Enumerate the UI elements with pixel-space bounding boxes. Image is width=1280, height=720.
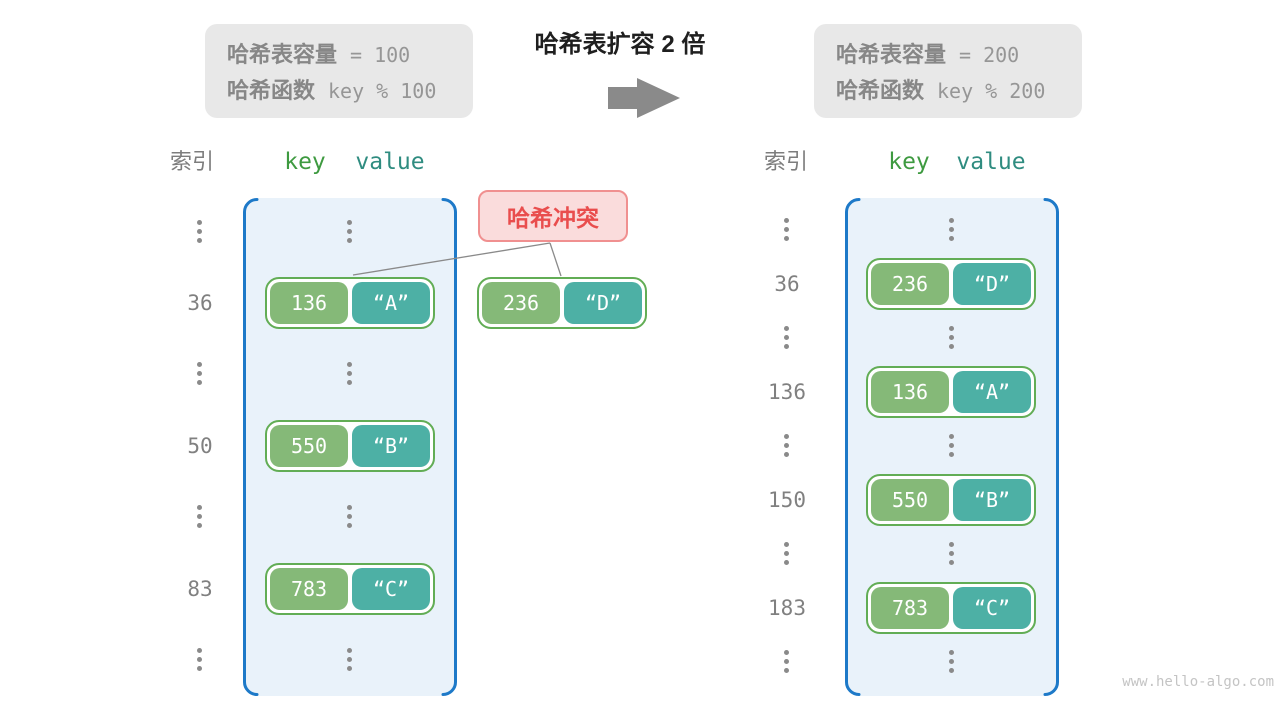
ellipsis-dots-icon	[784, 650, 789, 655]
hash-function-label: 哈希函数	[836, 78, 925, 103]
expand-arrow-icon	[608, 78, 680, 118]
index-label: 136	[768, 380, 806, 404]
index-label: 150	[768, 488, 806, 512]
kv-pair: 236 “D”	[866, 258, 1036, 310]
capacity-line: 哈希表容量 = 200	[836, 37, 1060, 69]
watermark: www.hello-algo.com	[1122, 674, 1274, 690]
capacity-line: 哈希表容量 = 100	[227, 37, 451, 69]
ellipsis-dots-icon	[197, 362, 202, 367]
ellipsis-dots-icon	[784, 326, 789, 331]
value-cell: “C”	[953, 587, 1031, 629]
ellipsis-dots-icon	[347, 648, 352, 653]
kv-pair: 550 “B”	[866, 474, 1036, 526]
value-cell: “B”	[953, 479, 1031, 521]
bucket-border	[845, 198, 1059, 696]
value-header: value	[956, 149, 1026, 175]
kv-pair: 783 “C”	[866, 582, 1036, 634]
kv-pair: 550 “B”	[265, 420, 435, 472]
kv-pair: 783 “C”	[265, 563, 435, 615]
capacity-value: = 200	[959, 43, 1020, 67]
index-label: 36	[774, 272, 800, 296]
value-cell: “C”	[352, 568, 430, 610]
kv-pair: 136 “A”	[866, 366, 1036, 418]
ellipsis-dots-icon	[784, 542, 789, 547]
index-label: 50	[187, 434, 213, 458]
key-cell: 236	[482, 282, 560, 324]
kv-pair-collision: 236 “D”	[477, 277, 647, 329]
key-header: key	[284, 149, 326, 175]
ellipsis-dots-icon	[347, 362, 352, 367]
hash-function-line: 哈希函数 key % 200	[836, 73, 1060, 105]
hash-function-value: key % 200	[937, 79, 1046, 103]
ellipsis-dots-icon	[197, 648, 202, 653]
key-cell: 783	[270, 568, 348, 610]
hash-function-line: 哈希函数 key % 100	[227, 73, 451, 105]
key-cell: 783	[871, 587, 949, 629]
index-label: 36	[187, 291, 213, 315]
ellipsis-dots-icon	[197, 505, 202, 510]
key-cell: 236	[871, 263, 949, 305]
value-cell: “A”	[953, 371, 1031, 413]
key-cell: 550	[871, 479, 949, 521]
capacity-label: 哈希表容量	[836, 42, 947, 67]
key-cell: 136	[871, 371, 949, 413]
value-cell: “A”	[352, 282, 430, 324]
index-label: 83	[187, 577, 213, 601]
index-header: 索引	[169, 149, 214, 174]
hash-function-value: key % 100	[328, 79, 437, 103]
hash-function-label: 哈希函数	[227, 78, 316, 103]
index-label: 183	[768, 596, 806, 620]
key-cell: 136	[270, 282, 348, 324]
ellipsis-dots-icon	[197, 220, 202, 225]
value-cell: “D”	[953, 263, 1031, 305]
ellipsis-dots-icon	[949, 434, 954, 439]
capacity-box-before: 哈希表容量 = 100 哈希函数 key % 100	[205, 24, 473, 118]
kv-pair: 136 “A”	[265, 277, 435, 329]
ellipsis-dots-icon	[347, 220, 352, 225]
ellipsis-dots-icon	[784, 218, 789, 223]
value-cell: “D”	[564, 282, 642, 324]
key-cell: 550	[270, 425, 348, 467]
collision-callout: 哈希冲突	[478, 190, 628, 242]
key-header: key	[888, 149, 930, 175]
ellipsis-dots-icon	[949, 650, 954, 655]
value-header: value	[355, 149, 425, 175]
capacity-label: 哈希表容量	[227, 42, 338, 67]
index-header: 索引	[763, 149, 808, 174]
capacity-box-after: 哈希表容量 = 200 哈希函数 key % 200	[814, 24, 1082, 118]
ellipsis-dots-icon	[949, 326, 954, 331]
ellipsis-dots-icon	[949, 218, 954, 223]
ellipsis-dots-icon	[347, 505, 352, 510]
ellipsis-dots-icon	[784, 434, 789, 439]
expand-title: 哈希表扩容 2 倍	[534, 31, 706, 58]
value-cell: “B”	[352, 425, 430, 467]
capacity-value: = 100	[350, 43, 411, 67]
ellipsis-dots-icon	[949, 542, 954, 547]
bucket-border	[243, 198, 457, 696]
